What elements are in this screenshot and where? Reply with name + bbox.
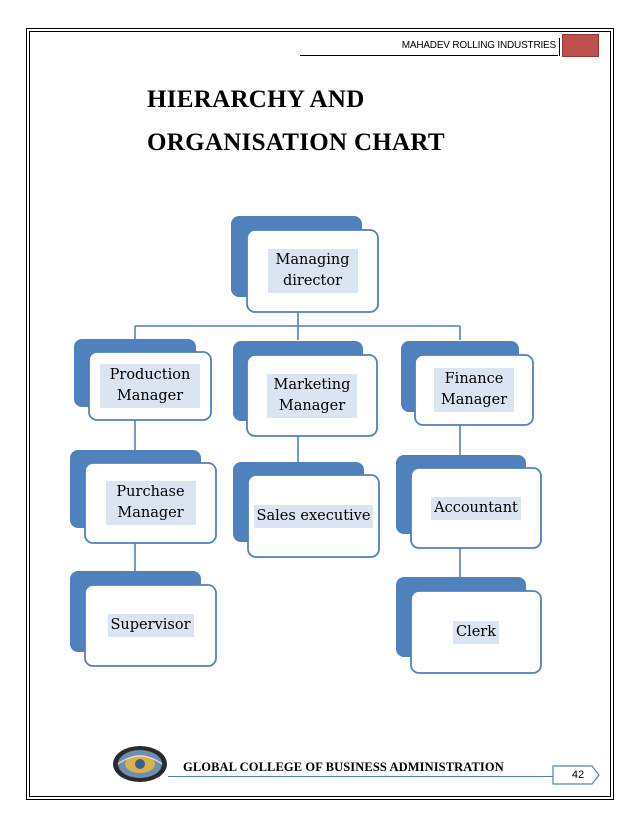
- page-border-outer: [26, 28, 614, 800]
- page-number: 42: [571, 769, 585, 781]
- label-supervisor: Supervisor: [85, 585, 216, 666]
- footer-college-name: GLOBAL COLLEGE OF BUSINESS ADMINISTRATIO…: [183, 760, 504, 774]
- header-company-name: MAHADEV ROLLING INDUSTRIES: [401, 40, 556, 51]
- label-purchase-manager: Purchase Manager: [85, 463, 216, 543]
- label-clerk: Clerk: [411, 591, 541, 673]
- label-managing-director: Managing director: [247, 230, 378, 312]
- page-heading: HIERARCHY AND ORGANISATION CHART: [147, 78, 445, 164]
- page-number-frame: [552, 765, 600, 785]
- college-seal-icon: [113, 746, 167, 782]
- header-rule: [300, 55, 558, 56]
- label-accountant: Accountant: [411, 468, 541, 548]
- page-border-inner: [29, 31, 611, 797]
- label-sales-executive: Sales executive: [248, 475, 379, 557]
- header-divider: [559, 38, 560, 56]
- page-heading-line-2: ORGANISATION CHART: [147, 129, 445, 156]
- label-production-manager: Production Manager: [89, 352, 211, 420]
- label-marketing-manager: Marketing Manager: [247, 355, 377, 436]
- page-heading-line-1: HIERARCHY AND: [147, 86, 365, 113]
- header-accent-block: [562, 34, 599, 57]
- footer-rule: [168, 776, 554, 777]
- org-chart-connectors: [134, 312, 461, 577]
- label-finance-manager: Finance Manager: [415, 355, 533, 425]
